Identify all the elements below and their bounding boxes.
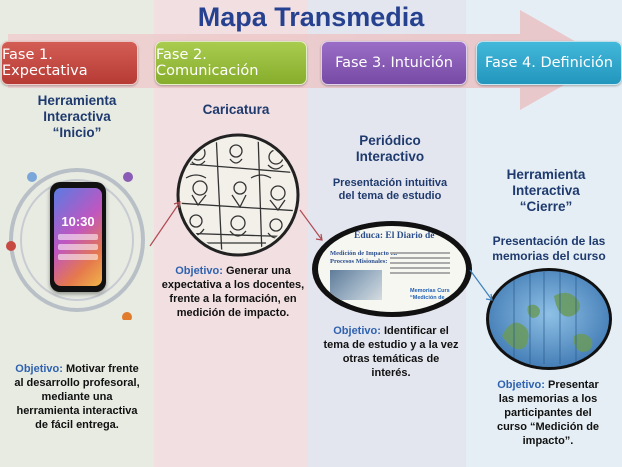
newspaper-title: Educa: El Diario de bbox=[354, 231, 435, 241]
col4-objective: Objetivo: Presentar las memorias a los p… bbox=[496, 379, 600, 447]
newspaper-image: Educa: El Diario de Medición de Impacto … bbox=[312, 221, 472, 317]
caricature-image-icon bbox=[176, 133, 300, 257]
col2-heading: Caricatura bbox=[202, 102, 270, 117]
phase-2-box: Fase 2. Comunicación bbox=[155, 41, 307, 85]
phase-4-box: Fase 4. Definición bbox=[476, 41, 622, 85]
page-title: Mapa Transmedia bbox=[197, 2, 425, 32]
col2-objective: Objetivo: Generar una expectativa a los … bbox=[161, 265, 305, 319]
col3-objective: Objetivo: Identificar el tema de estudio… bbox=[323, 325, 459, 379]
hands-image-icon bbox=[486, 268, 612, 370]
phone-image: 10:30 bbox=[50, 182, 106, 292]
newspaper-link: Memorias Curs“Medición de bbox=[410, 288, 450, 301]
phone-ring-icon bbox=[6, 168, 145, 320]
phase-3-box: Fase 3. Intuición bbox=[321, 41, 467, 85]
phone-time: 10:30 bbox=[61, 214, 95, 229]
phase-1-box: Fase 1. Expectativa bbox=[1, 41, 138, 85]
timeline-arrow-icon bbox=[8, 10, 608, 110]
col1-objective: Objetivo: Motivar frente al desarrollo p… bbox=[14, 363, 140, 431]
